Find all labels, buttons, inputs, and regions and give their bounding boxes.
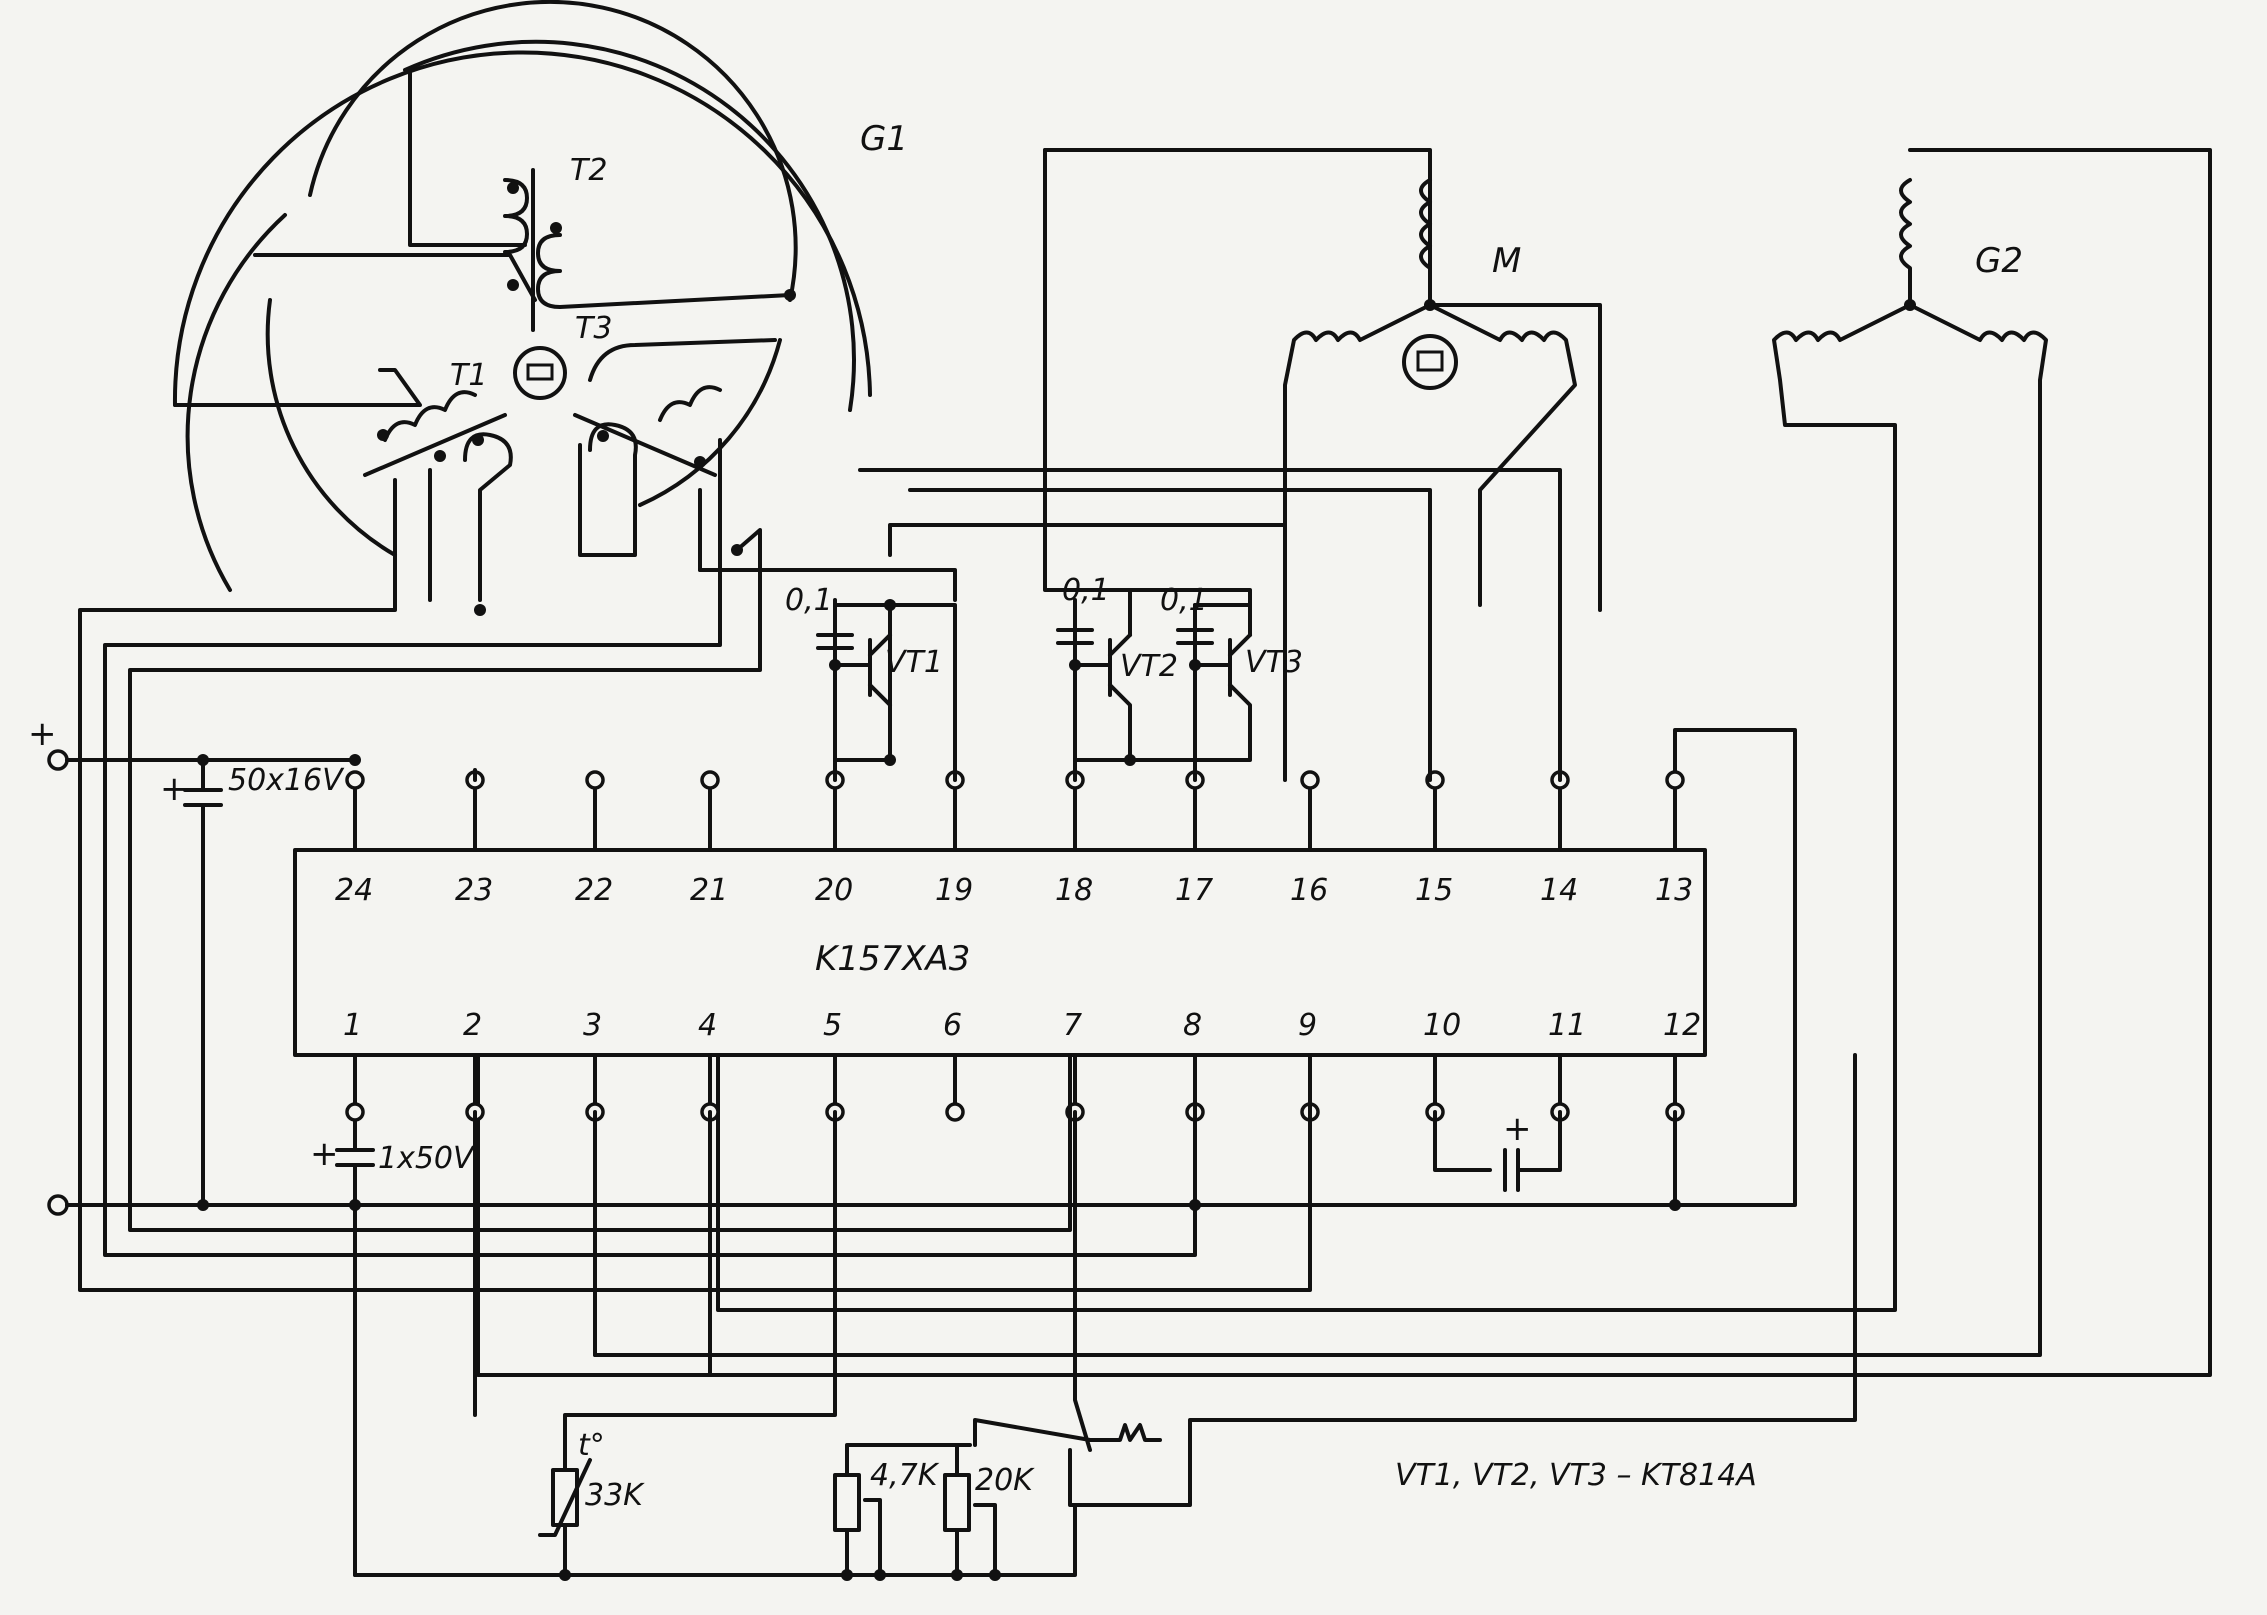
resistor-20k: 20K (943, 1443, 1035, 1577)
transistor-note: VT1, VT2, VT3 – KT814A (1395, 1458, 1757, 1493)
g1-inner-arc-bl (265, 298, 397, 557)
ic-pin-terminal-13[interactable] (1665, 770, 1685, 790)
label-vt1-cap: 0,1 (785, 583, 833, 618)
generator-g1: T2 T1 T3 G1 (172, 0, 908, 602)
ic-pin-terminal-1[interactable] (345, 1102, 365, 1122)
label-vt2: VT2 (1120, 649, 1178, 684)
ic-pin-number-10: 10 (1423, 1008, 1461, 1043)
ic-pin-number-13: 13 (1655, 873, 1693, 908)
ic-pin-number-23: 23 (455, 873, 493, 908)
ic-pin-number-12: 12 (1663, 1008, 1701, 1043)
g1-arc-right (403, 39, 856, 412)
transformer-t2: T2 (408, 68, 796, 332)
ic-pin-number-6: 6 (943, 1008, 962, 1043)
ic-k157xa3: K157XA3 (293, 848, 1707, 1057)
ic-label: K157XA3 (815, 939, 970, 979)
ic-pin-terminal-6[interactable] (945, 1102, 965, 1122)
ic-pin-number-14: 14 (1540, 873, 1578, 908)
ic-pin-number-2: 2 (463, 1008, 482, 1043)
label-resistor1: 4,7K (870, 1458, 940, 1493)
g1-lead-a (173, 368, 422, 407)
ic-pin-number-18: 18 (1055, 873, 1093, 908)
ic-pin-terminal-22[interactable] (585, 770, 605, 790)
ic-pin-number-3: 3 (583, 1008, 602, 1043)
label-thermistor: 33K (585, 1478, 645, 1513)
g1-arc-left (185, 213, 287, 592)
label-g2: G2 (1975, 241, 2023, 281)
plus-terminal-label: + (28, 714, 57, 754)
label-t2: T2 (570, 153, 607, 188)
ic-pin-number-5: 5 (823, 1008, 842, 1043)
generator-g2: G2 (476, 148, 2212, 1377)
label-cap-pin1: 1x50V (378, 1141, 476, 1176)
ic-pin-number-1: 1 (343, 1008, 362, 1043)
ic-pin-number-4: 4 (698, 1008, 717, 1043)
label-vt2-cap: 0,1 (1062, 573, 1110, 608)
coil-wiring (78, 468, 1562, 1292)
label-vt3-cap: 0,1 (1160, 583, 1208, 618)
transistor-vt1[interactable]: 0,1 VT1 (785, 583, 957, 782)
ic-pin-number-21: 21 (690, 873, 728, 908)
ic-pin-number-8: 8 (1183, 1008, 1202, 1043)
ic-body (293, 848, 1707, 1057)
motor-lead-top (1043, 148, 1432, 302)
ic-pin-number-7: 7 (1063, 1008, 1082, 1043)
ic-pin-terminal-16[interactable] (1300, 770, 1320, 790)
transistor-vt3[interactable]: 0,1 VT3 (1128, 583, 1303, 782)
ic-pin-number-9: 9 (1298, 1008, 1317, 1043)
ic-pin-number-24: 24 (335, 873, 373, 908)
cap-supply-plus: + (160, 769, 189, 809)
label-motor: M (1492, 241, 1521, 281)
ic-pin-number-15: 15 (1415, 873, 1453, 908)
transformer-t1: T1 (363, 358, 513, 602)
cap-pin1-plus: + (310, 1134, 339, 1174)
ic-pin-terminal-21[interactable] (700, 770, 720, 790)
motor-m: M (1043, 148, 1602, 612)
g1-inner-arc-br (638, 338, 782, 507)
transistor-vt2[interactable]: 0,1 VT2 (1043, 148, 1252, 782)
ic-pin-number-17: 17 (1175, 873, 1213, 908)
label-t3: T3 (575, 311, 612, 346)
label-vt3: VT3 (1245, 645, 1303, 680)
power-rails: + + 50x16V + 1x50V (28, 714, 1797, 1577)
g1-inner-arc-top (308, 0, 798, 302)
ic-pin-number-16: 16 (1290, 873, 1328, 908)
label-cap-supply: 50x16V (228, 763, 345, 798)
g1-lead-b (253, 253, 537, 302)
label-vt1: VT1 (885, 645, 943, 680)
resistor-4-7k: 4,7K (833, 1443, 972, 1577)
motor-sensor-icon (1402, 334, 1458, 390)
minus-terminal[interactable] (47, 1194, 69, 1216)
thermistor: t° 33K (538, 1110, 837, 1577)
label-thermistor-symbol: t° (578, 1428, 605, 1463)
ic-pin-number-20: 20 (815, 873, 853, 908)
switch[interactable] (973, 1053, 1857, 1507)
label-resistor2: 20K (975, 1463, 1035, 1498)
ic-pin-number-19: 19 (935, 873, 973, 908)
transformer-t3: T3 (573, 311, 777, 602)
g2-lead-top (476, 148, 2212, 1377)
label-t1: T1 (450, 358, 487, 393)
label-g1: G1 (860, 119, 908, 159)
transistor-group: 0,1 VT1 0,1 VT2 0,1 VT3 (785, 148, 1303, 782)
timing-capacitor (1433, 1110, 1562, 1192)
lower-section: + t° 33K 4,7K 20K VT1, VT2, VT3 – K (353, 1053, 1857, 1581)
g1-outer-ring (172, 50, 872, 407)
g1-hall-sensor-icon (513, 346, 567, 400)
timing-cap-plus: + (1503, 1109, 1532, 1149)
ic-pin-terminal-24[interactable] (345, 770, 365, 790)
ic-pin-number-22: 22 (575, 873, 613, 908)
ic-pin-number-11: 11 (1548, 1008, 1586, 1043)
